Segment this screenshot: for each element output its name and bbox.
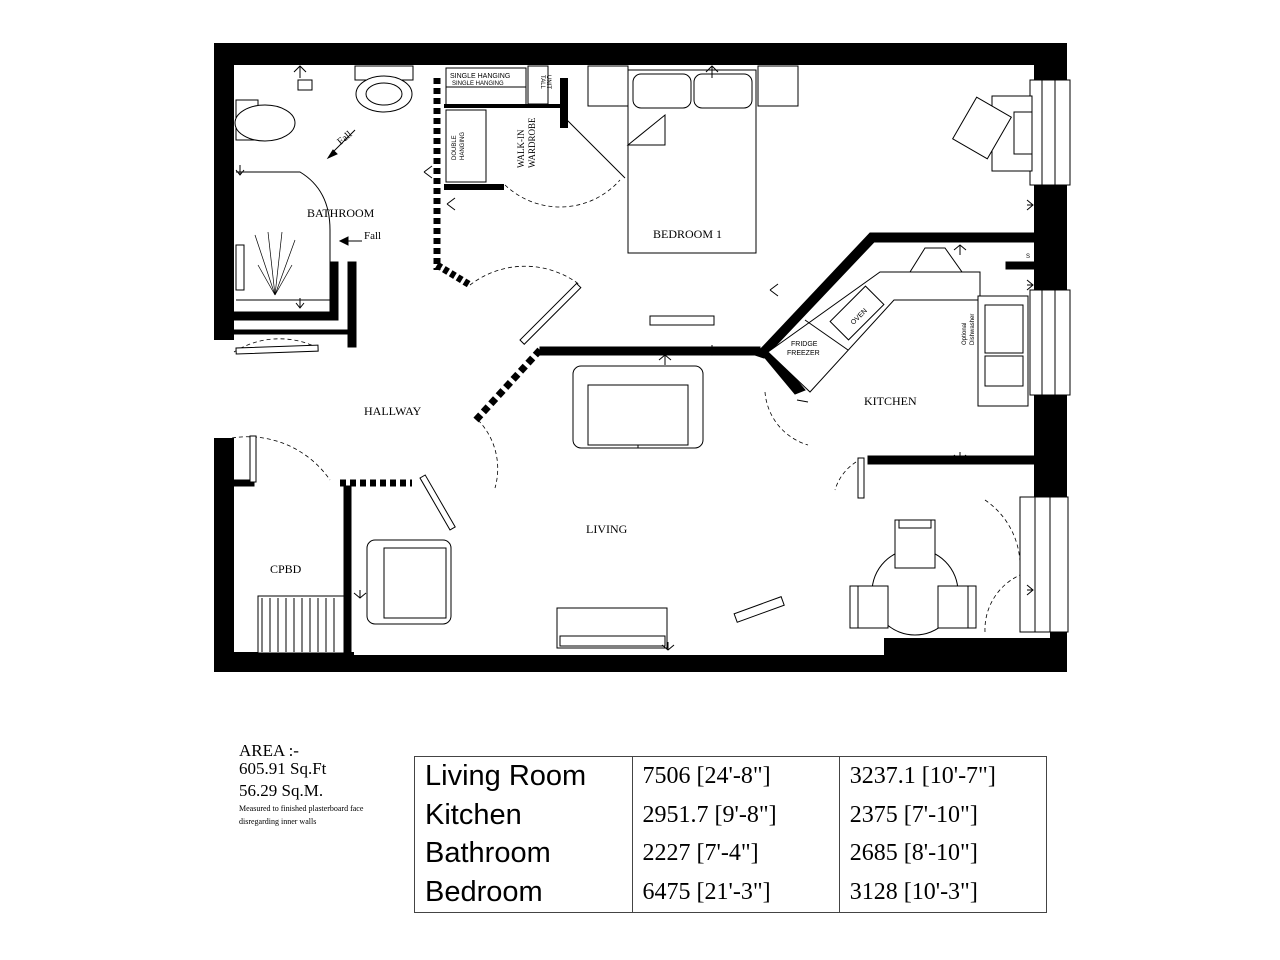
double-hanging-line-1: DOUBLE [452,135,458,160]
room-width: 2375 [7'-10"] [849,801,978,828]
windows [1019,79,1071,633]
area-note-2: disregarding inner walls [239,817,317,826]
area-title: AREA :- [239,744,299,758]
s-label: S [1026,254,1030,260]
room-name: Bedroom [414,873,633,913]
floor-plan: SINGLE HANGING SINGLE HANGING TALL UNIT … [214,43,1071,672]
wardrobe-units [445,65,549,183]
walk-in-wardrobe-label: WALK-IN WARDROBE [516,117,537,168]
bathroom-fixtures [234,65,414,301]
room-label-kitchen: KITCHEN [864,394,917,408]
table-row: Bathroom 2227 [7'-4"] 2685 [8'-10"] [414,834,1047,874]
outer-walls [214,43,1067,672]
room-width: 3237.1 [10'-7"] [849,762,996,789]
area-note-1: Measured to finished plasterboard face [239,804,364,813]
table-row: Kitchen 2951.7 [9'-8"] 2375 [7'-10"] [414,795,1047,835]
double-hanging-label: DOUBLE HANGING [452,132,466,160]
area-sqft: 605.91 Sq.Ft [239,759,327,778]
table-row: Living Room 7506 [24'-8"] 3237.1 [10'-7"… [414,756,1047,796]
single-hanging-label: SINGLE HANGING [450,73,510,80]
single-hanging-small-label: SINGLE HANGING [452,81,504,87]
room-width: 2685 [8'-10"] [849,840,978,867]
room-length: 7506 [24'-8"] [632,756,840,796]
room-length: 2951.7 [9'-8"] [632,795,840,835]
kitchen-units [767,247,1029,407]
bedroom-furniture [587,65,1033,254]
room-length: 6475 [21'-3"] [632,873,840,913]
room-name: Kitchen [414,795,633,835]
access-arrows [235,65,1034,651]
fridge-label-line-2: FREEZER [787,350,820,357]
fall-arrow-2 [338,236,362,246]
room-name: Living Room [414,756,633,796]
room-label-bathroom: BATHROOM [307,206,375,220]
tall-unit-label: TALL UNIT [539,75,551,90]
room-label-hallway: HALLWAY [364,404,422,418]
fridge-freezer-label: FRIDGE FREEZER [787,341,820,357]
walk-in-line-2: WARDROBE [527,117,537,168]
room-label-living: LIVING [586,522,628,536]
room-label-bedroom: BEDROOM 1 [653,227,722,241]
door-swings [231,179,1021,633]
room-length: 2227 [7'-4"] [632,834,840,874]
shower-spray [254,231,296,296]
fall-arrow-1 [326,129,356,160]
room-label-cpbd: CPBD [270,562,302,576]
interior-walls [233,232,1035,657]
room-name: Bathroom [414,834,633,874]
dishwasher-line-1: Optional [962,323,968,345]
dining-set [849,519,977,636]
living-furniture [257,315,785,654]
tall-unit-line-2: UNIT [545,75,551,89]
dishwasher-label: Optional Dishwasher [962,314,976,345]
room-dimensions-table: Living Room 7506 [24'-8"] 3237.1 [10'-7"… [414,756,1047,913]
door-leaves [235,119,865,531]
cupboard-stairs [261,598,335,652]
area-sqm: 56.29 Sq.M. [239,781,324,800]
area-summary: AREA :- 605.91 Sq.Ft 56.29 Sq.M. Measure… [239,744,414,828]
fall-label-1: Fall [335,129,354,148]
double-hanging-line-2: HANGING [460,132,466,160]
dishwasher-line-2: Dishwasher [970,314,976,345]
tall-unit-line-1: TALL [539,75,545,90]
fridge-label-line-1: FRIDGE [791,341,818,348]
stud-walls [340,78,543,487]
table-row: Bedroom 6475 [21'-3"] 3128 [10'-3"] [414,873,1047,913]
fall-label-2: Fall [364,230,381,242]
room-width: 3128 [10'-3"] [849,879,978,906]
walk-in-line-1: WALK-IN [516,129,526,168]
